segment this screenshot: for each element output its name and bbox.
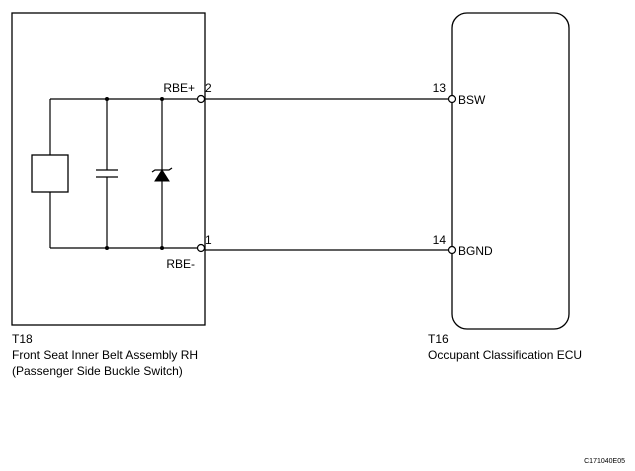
- capacitor-symbol: [96, 169, 118, 178]
- terminal-label-rbe-minus: RBE-: [166, 257, 195, 271]
- buckle-switch-internal-circuit: [49, 98, 201, 249]
- pin-number-1: 1: [205, 233, 212, 247]
- terminal-label-bgnd: BGND: [458, 244, 493, 258]
- pin-number-14: 14: [433, 233, 447, 247]
- right-connector-code: T16: [428, 332, 449, 346]
- terminal-1: [196, 243, 206, 253]
- terminal-label-rbe-plus: RBE+: [163, 81, 195, 95]
- buckle-switch-box: [11, 12, 206, 326]
- terminal-2: [196, 94, 206, 104]
- terminal-circles: [196, 94, 457, 255]
- ecu-box: [451, 12, 570, 330]
- zener-diode-symbol: [151, 167, 173, 182]
- pin-number-13: 13: [433, 81, 447, 95]
- left-component-name: Front Seat Inner Belt Assembly RH: [12, 348, 198, 362]
- resistor-symbol: [31, 154, 69, 193]
- pin-number-2: 2: [205, 81, 212, 95]
- left-component-subtitle: (Passenger Side Buckle Switch): [12, 364, 183, 378]
- terminal-13: [447, 94, 457, 104]
- right-component-name: Occupant Classification ECU: [428, 348, 582, 362]
- left-connector-code: T18: [12, 332, 33, 346]
- junction-dots: [105, 97, 164, 250]
- terminal-label-bsw: BSW: [458, 93, 486, 107]
- connecting-wires: [205, 98, 448, 251]
- figure-id: C171040E05: [584, 458, 625, 465]
- terminal-14: [447, 245, 457, 255]
